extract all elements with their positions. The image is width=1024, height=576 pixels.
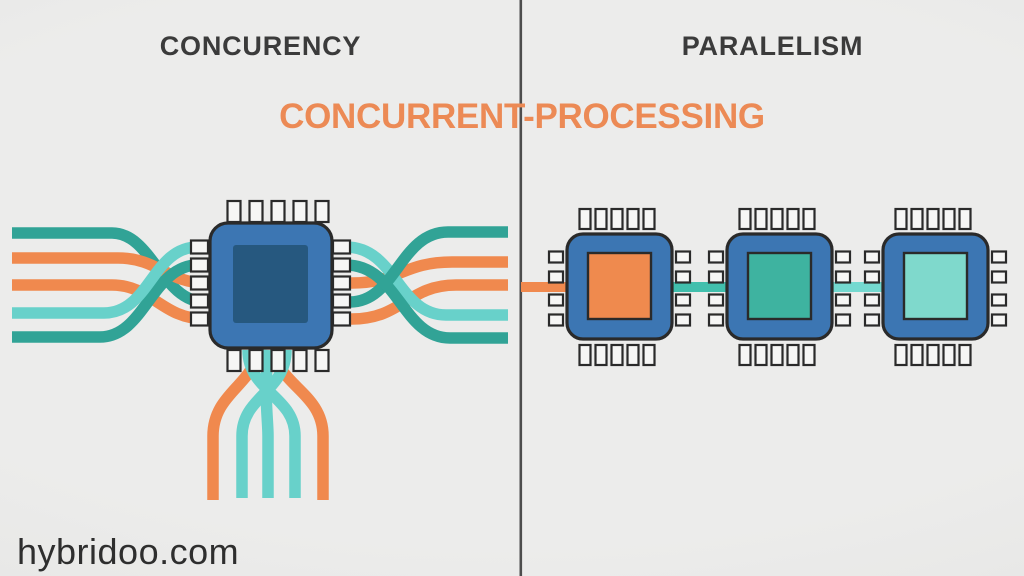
main-overlay-title: CONCURRENT-PROCESSING (279, 97, 765, 136)
chip-pins-bottom (894, 343, 972, 367)
cpu-chip-parallel-2 (707, 207, 852, 367)
cpu-chip-parallel-1 (547, 207, 692, 367)
panel-divider (519, 0, 523, 576)
cpu-chip-concurrency (189, 199, 352, 373)
chip-pins-left (189, 239, 210, 327)
cpu-chip-parallel-3 (863, 207, 1008, 367)
chip-core (233, 245, 308, 323)
thread-weave-left-out (336, 226, 508, 344)
chip-pins-right (990, 250, 1008, 327)
chip-core (746, 251, 813, 321)
chip-pins-right (331, 239, 352, 327)
chip-core (902, 251, 969, 321)
chip-core (586, 251, 653, 321)
chip-pins-top (894, 207, 972, 231)
chip-pins-top (738, 207, 816, 231)
watermark-text: hybridoo.com (17, 531, 240, 572)
chip-pins-bottom (578, 343, 656, 367)
left-panel-title: CONCURENCY (159, 31, 362, 61)
thread-weave-left-in (12, 227, 216, 343)
chip-pins-top (578, 207, 656, 231)
thread-weave-bottom (207, 348, 329, 500)
chip-pins-top (226, 199, 330, 224)
right-panel-title: PARALELISM (681, 31, 864, 61)
chip-pins-bottom (738, 343, 816, 367)
